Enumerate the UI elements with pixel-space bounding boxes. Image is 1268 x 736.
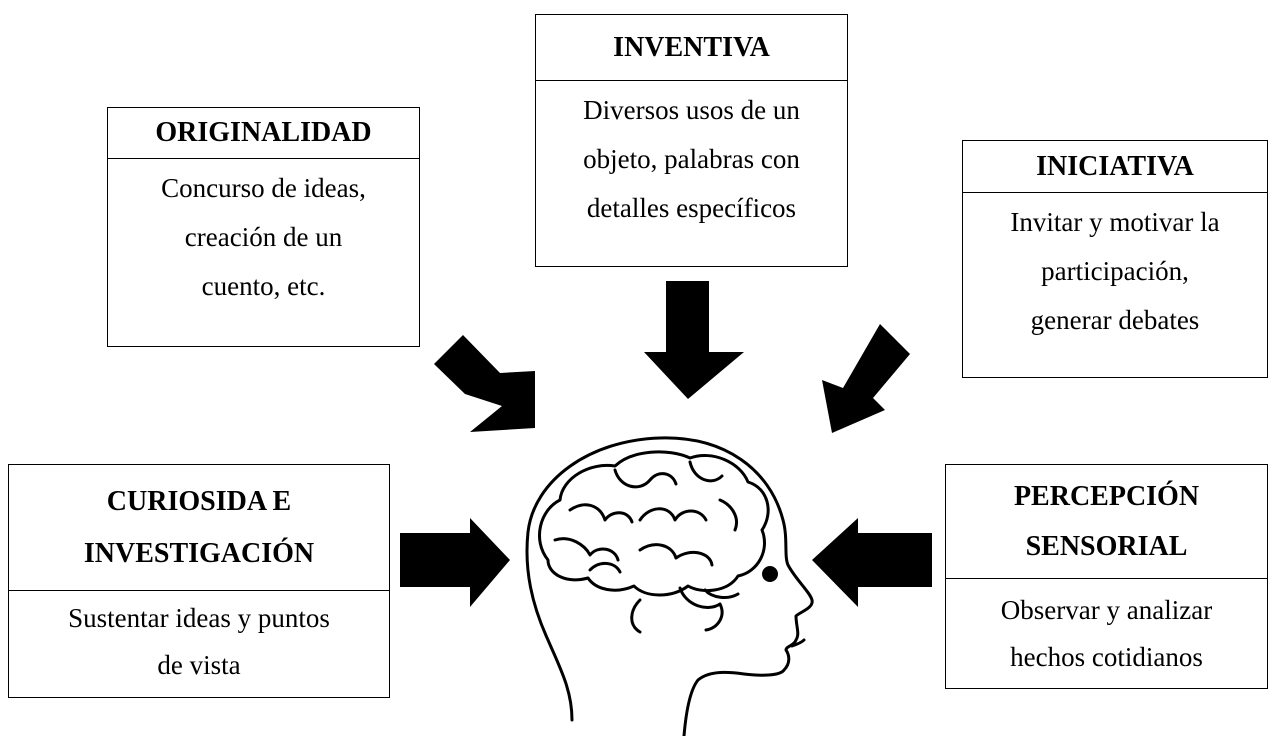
title-line: PERCEPCIÓN	[1013, 480, 1200, 512]
title-line: SENSORIAL	[1025, 530, 1188, 562]
arrow-icon	[822, 324, 910, 433]
description-line: Invitar y motivar la	[1010, 207, 1220, 237]
arrow-icon	[400, 518, 510, 607]
description-line: Concurso de ideas,	[161, 173, 366, 203]
description-line: cuento, etc.	[201, 271, 326, 301]
curiosidad-title: CURIOSIDA E INVESTIGACIÓN	[9, 465, 389, 591]
arrow-icon	[434, 335, 535, 432]
percepcion-description: Observar y analizar hechos cotidianos	[946, 579, 1267, 671]
description-line: generar debates	[1030, 305, 1200, 335]
title-line: INVESTIGACIÓN	[83, 537, 315, 569]
originalidad-box: ORIGINALIDAD Concurso de ideas, creación…	[107, 107, 420, 347]
originalidad-description: Concurso de ideas, creación de un cuento…	[108, 159, 419, 300]
originalidad-title: ORIGINALIDAD	[108, 108, 419, 159]
description-line: participación,	[1041, 256, 1189, 286]
description-line: detalles específicos	[586, 193, 797, 223]
iniciativa-description: Invitar y motivar la participación, gene…	[963, 193, 1267, 334]
head-with-brain-icon	[525, 436, 814, 736]
title-line: CURIOSIDA E	[106, 485, 292, 517]
description-line: de vista	[157, 650, 241, 680]
curiosidad-description: Sustentar ideas y puntos de vista	[9, 591, 389, 679]
description-line: creación de un	[184, 222, 343, 252]
iniciativa-title: INICIATIVA	[963, 141, 1267, 193]
percepcion-box: PERCEPCIÓN SENSORIAL Observar y analizar…	[945, 464, 1268, 689]
curiosidad-box: CURIOSIDA E INVESTIGACIÓN Sustentar idea…	[8, 464, 390, 698]
description-line: Observar y analizar	[1000, 595, 1213, 625]
inventiva-description: Diversos usos de un objeto, palabras con…	[536, 81, 847, 222]
arrow-icon	[812, 518, 932, 607]
description-line: Sustentar ideas y puntos	[68, 603, 330, 633]
eye-icon	[762, 566, 778, 582]
inventiva-box: INVENTIVA Diversos usos de un objeto, pa…	[535, 14, 848, 267]
description-line: hechos cotidianos	[1010, 642, 1203, 672]
inventiva-title: INVENTIVA	[536, 15, 847, 81]
description-line: objeto, palabras con	[583, 144, 800, 174]
arrow-icon	[644, 281, 744, 399]
iniciativa-box: INICIATIVA Invitar y motivar la particip…	[962, 140, 1268, 378]
description-line: Diversos usos de un	[583, 95, 800, 125]
percepcion-title: PERCEPCIÓN SENSORIAL	[946, 465, 1267, 579]
